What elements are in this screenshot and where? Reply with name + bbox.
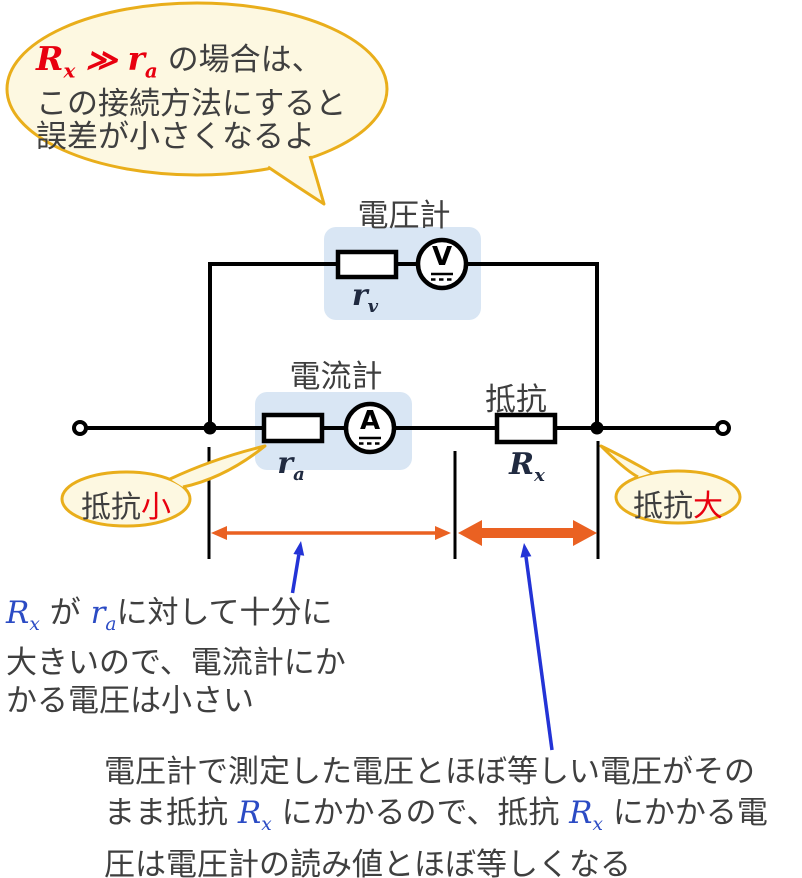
math-rx2-blue: Rx	[569, 795, 604, 836]
note-left-line-3: かる電圧は小さい	[6, 683, 254, 720]
ammeter-label: 電流計	[289, 359, 383, 395]
bubble-top-tail	[267, 155, 326, 206]
bubble-large-tail	[599, 444, 653, 479]
voltmeter-label: 電圧計	[357, 198, 451, 234]
speech-bubble-top: Rx ≫ ra の場合は、 この接続方法にすると 誤差が小さくなるよ	[36, 42, 346, 154]
note-bottom-line-1: 電圧計で測定した電圧とほぼ等しい電圧がその	[104, 754, 755, 790]
ra-label: ra	[277, 446, 305, 485]
note-bottom: 電圧計で測定した電圧とほぼ等しい電圧がその まま抵抗 Rx にかかるので、抵抗 …	[104, 752, 768, 878]
bubble-small-shape	[60, 470, 192, 528]
note-left-line-2: 大きいので、電流計にか	[6, 645, 346, 682]
much-greater-symbol: ≫	[75, 43, 128, 78]
bubble-top-line-2: この接続方法にすると	[36, 85, 347, 122]
math-rx-red: Rx	[36, 39, 76, 83]
range-arrow-thin	[211, 526, 451, 540]
math-ra-blue: ra	[90, 595, 117, 636]
callout-large-highlight: 大	[693, 489, 723, 524]
resistor-ra-body	[261, 412, 325, 444]
note-left: Rx が raに対して十分に 大きいので、電流計にか かる電圧は小さい	[6, 594, 346, 720]
junction-right	[590, 421, 604, 435]
bubble-small-tail	[169, 444, 267, 489]
terminal-left	[72, 420, 88, 436]
voltmeter-circle	[415, 237, 469, 291]
math-ra-red: ra	[127, 39, 158, 83]
pointer-arrow-long	[520, 543, 554, 751]
junction-left	[203, 421, 217, 435]
range-arrow-thick	[458, 520, 597, 546]
note-bottom-line-2: まま抵抗 Rx にかかるので、抵抗 Rx にかかる電	[104, 795, 768, 836]
rx-label: Rx	[509, 447, 545, 486]
note-bottom-line-3: 圧は電圧計の読み値とほぼ等しくなる	[104, 847, 631, 878]
bubble-top-line-3: 誤差が小さくなるよ	[36, 118, 315, 155]
ammeter-circle	[343, 401, 397, 455]
resistor-rv-body	[335, 249, 399, 280]
callout-small: 抵抗小	[81, 490, 171, 525]
callout-small-highlight: 小	[141, 490, 171, 525]
resistor-rx-body	[494, 412, 558, 445]
pointer-arrow-left	[290, 541, 305, 594]
voltmeter-symbol: V	[431, 242, 453, 272]
bubble-top-shape	[5, 1, 389, 177]
ammeter-symbol: A	[359, 406, 381, 436]
terminal-right	[715, 420, 731, 436]
ammeter-dc-lines	[359, 436, 381, 445]
bubble-top-line-1-text: の場合は、	[157, 42, 323, 78]
rv-label: rv	[351, 278, 379, 317]
note-left-line-1: Rx が raに対して十分に	[6, 595, 333, 636]
resistor-label: 抵抗	[485, 382, 547, 418]
math-rx1-blue: Rx	[237, 795, 272, 836]
voltmeter-dc-lines	[431, 272, 453, 281]
bubble-large-shape	[614, 469, 742, 525]
math-rx-blue: Rx	[6, 595, 40, 636]
callout-large: 抵抗大	[633, 489, 723, 524]
bubble-top-line-1: Rx ≫ ra の場合は、	[36, 42, 346, 88]
